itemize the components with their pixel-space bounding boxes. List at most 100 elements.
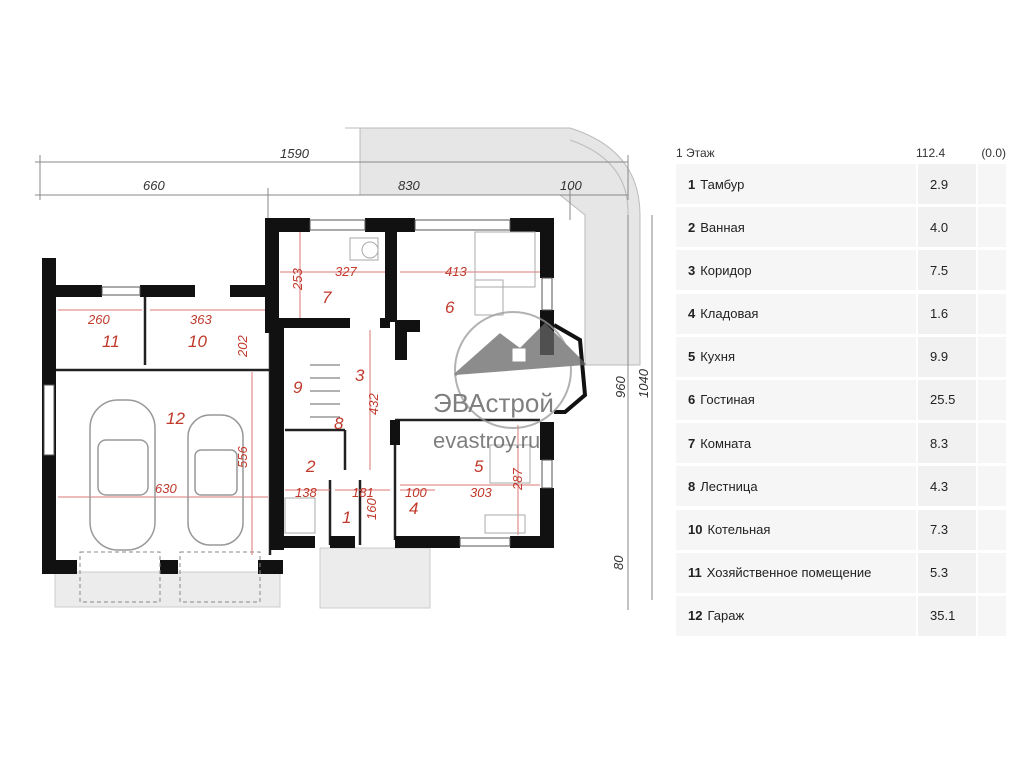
room-1-number: 1 [342, 508, 351, 527]
furniture [284, 231, 536, 534]
room-6-number: 6 [445, 298, 455, 317]
room-7-dim-depth: 253 [290, 268, 305, 291]
room-12-number: 12 [166, 409, 185, 428]
dim-porch-depth: 80 [611, 555, 626, 570]
room-extra-cell [978, 336, 1006, 377]
total-area: 112.4 [916, 146, 946, 160]
room-extra-cell [978, 466, 1006, 507]
room-2-dim-width: 138 [295, 485, 317, 500]
garage-apron [54, 571, 281, 608]
room-name: Хозяйственное помещение [706, 565, 872, 581]
room-name: Лестница [700, 478, 758, 494]
room-extra-cell [978, 379, 1006, 420]
room-number: 12 [688, 608, 703, 624]
room-1-dim-depth: 160 [364, 498, 379, 520]
dim-depth-total: 1040 [636, 368, 651, 398]
windows [43, 219, 553, 547]
room-name: Ванная [700, 219, 745, 235]
room-name: Кладовая [700, 306, 759, 322]
room-5-number: 5 [474, 457, 484, 476]
terrace-curve [569, 139, 629, 360]
dim-overall-width: 1590 [280, 146, 310, 161]
room-area: 5.3 [918, 552, 976, 593]
room-name: Тамбур [700, 176, 745, 192]
room-11-number: 11 [102, 332, 120, 351]
room-name: Кухня [700, 349, 736, 365]
dimension-lines [35, 155, 653, 610]
room-area: 35.1 [918, 595, 976, 636]
room-area: 8.3 [918, 423, 976, 464]
room-3-number: 3 [355, 366, 365, 385]
room-area: 1.6 [918, 293, 976, 334]
room-4-number: 4 [409, 499, 418, 518]
room-number: 7 [688, 435, 696, 451]
garage-doors [79, 551, 261, 603]
watermark-logo: ЭВАстрой evastroy.ru [433, 311, 587, 453]
room-11-dim-width: 260 [87, 312, 110, 327]
room-area: 25.5 [918, 379, 976, 420]
room-area: 4.3 [918, 466, 976, 507]
room-10-number: 10 [188, 332, 207, 351]
room-number: 10 [688, 522, 703, 537]
dim-left-block: 660 [143, 178, 165, 193]
room-4-dim-width: 100 [405, 485, 427, 500]
room-6-dim-width: 413 [445, 264, 467, 279]
room-7-number: 7 [322, 288, 332, 307]
room-12-dim-depth: 556 [235, 446, 250, 468]
room-area: 7.3 [918, 509, 976, 550]
room-10-dim-depth: 202 [235, 335, 250, 358]
terrace [345, 127, 641, 366]
room-5-dim-width: 303 [470, 485, 492, 500]
room-extra-cell [978, 509, 1006, 550]
watermark-site: evastroy.ru [433, 428, 540, 453]
room-extra-cell [978, 423, 1006, 464]
room-number: 8 [688, 478, 696, 494]
schedule-header: 1 Этаж 112.4 (0.0) [676, 142, 1006, 164]
extra-area: (0.0) [981, 146, 1006, 160]
dim-middle-block: 830 [398, 178, 420, 193]
room-2-number: 2 [305, 457, 316, 476]
room-name: Гостиная [700, 392, 755, 408]
dim-depth-main: 960 [613, 376, 628, 398]
car-left-icon [89, 399, 156, 551]
room-1-dim-width: 181 [352, 485, 374, 500]
room-number: 6 [688, 392, 696, 408]
room-name: Котельная [707, 522, 771, 537]
room-9-number: 9 [293, 378, 303, 397]
bay-window [553, 323, 588, 414]
room-name: Гараж [707, 608, 745, 624]
dim-right-block: 100 [560, 178, 582, 193]
room-number: 5 [688, 349, 696, 365]
floor-label: 1 Этаж [676, 146, 715, 160]
room-10-dim-width: 363 [190, 312, 212, 327]
car-right-icon [187, 414, 244, 546]
room-extra-cell [978, 552, 1006, 593]
walls [42, 218, 554, 574]
room-extra-cell [978, 595, 1006, 636]
stairs [310, 364, 340, 418]
room-area: 4.0 [918, 207, 976, 248]
room-number: 3 [688, 262, 696, 278]
room-extra-cell [978, 164, 1006, 204]
room-area: 7.5 [918, 250, 976, 291]
schedule-row: 10 Котельная 7.3 [676, 509, 1006, 550]
